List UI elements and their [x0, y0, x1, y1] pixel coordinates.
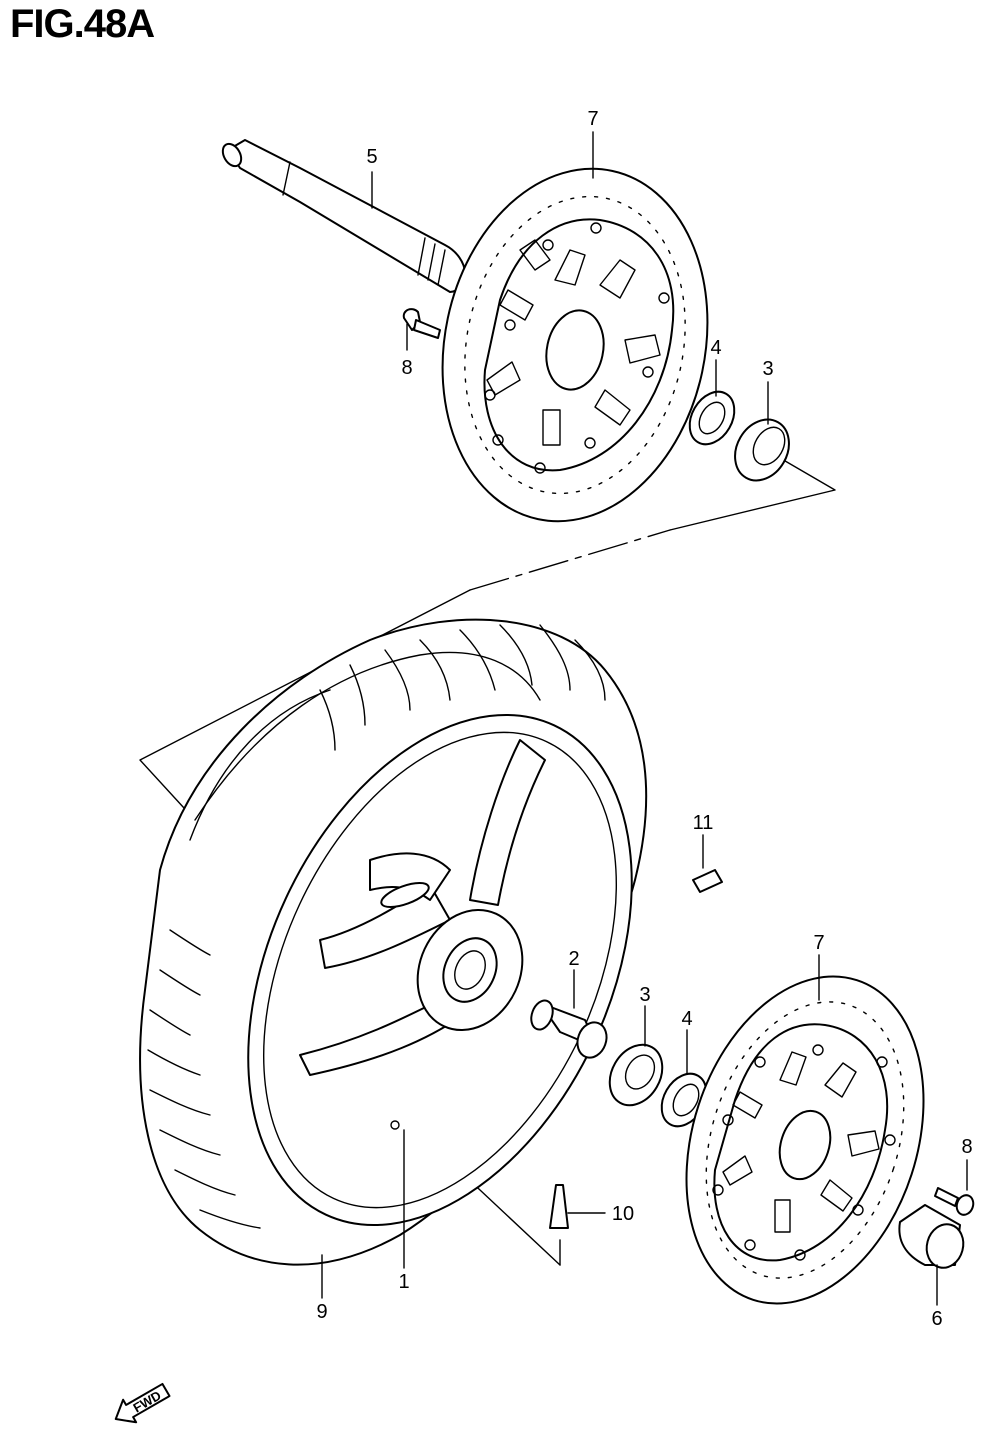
seal-part-4-top — [688, 390, 736, 446]
spacer-part-2 — [530, 999, 608, 1059]
bolt-part-8-bottom — [934, 1187, 975, 1216]
callout-4-bottom: 4 — [681, 1008, 692, 1030]
callout-7-bottom: 7 — [813, 932, 824, 954]
callout-11: 11 — [693, 812, 714, 834]
fwd-arrow-icon: FWD — [114, 1382, 171, 1424]
callout-2: 2 — [568, 948, 579, 970]
callout-4-top: 4 — [710, 337, 721, 359]
callout-3-top: 3 — [762, 358, 773, 380]
bearing-part-3-top — [734, 418, 790, 482]
callout-8-bottom: 8 — [961, 1136, 972, 1158]
wheel-rim-part-1 — [247, 713, 633, 1227]
callout-9: 9 — [316, 1301, 327, 1323]
brake-disc-part-7-top — [441, 167, 709, 523]
callout-7-top: 7 — [587, 108, 598, 130]
valve-part-10 — [549, 1184, 569, 1229]
callout-3-bottom: 3 — [639, 984, 650, 1006]
callouts: 5 7 8 4 3 11 2 3 4 7 8 10 1 9 6 — [316, 108, 972, 1330]
brake-disc-part-7-bottom — [685, 975, 925, 1305]
bearing-part-3-bottom — [608, 1043, 664, 1107]
callout-6: 6 — [931, 1308, 942, 1330]
callout-10: 10 — [612, 1203, 634, 1225]
bolt-part-8-top — [402, 308, 441, 339]
callout-5: 5 — [366, 146, 377, 168]
callout-1: 1 — [398, 1271, 409, 1293]
collar-part-6 — [898, 1204, 965, 1269]
balance-weight-part-11 — [692, 869, 723, 893]
figure-title: FIG.48A — [10, 2, 155, 46]
axle-part-5 — [221, 139, 467, 293]
callout-leaders — [321, 131, 968, 1306]
callout-8-top: 8 — [401, 357, 412, 379]
